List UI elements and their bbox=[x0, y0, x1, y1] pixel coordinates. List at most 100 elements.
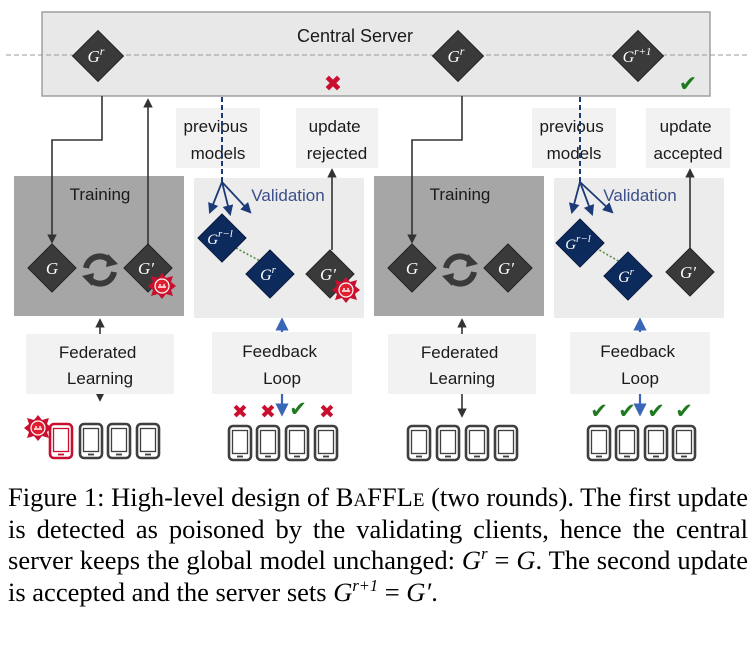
fan-arrow bbox=[569, 181, 581, 215]
caption-text-2: (two rounds). The first update is detect… bbox=[8, 482, 748, 575]
client-phone bbox=[313, 424, 339, 462]
client-phone bbox=[435, 424, 461, 462]
client-phone-malicious bbox=[48, 422, 74, 460]
eq1-rhs: G bbox=[516, 545, 536, 575]
reject-x-icon: ✖ bbox=[324, 72, 342, 97]
refresh-icon bbox=[82, 253, 118, 287]
eq2-sup: r+1 bbox=[352, 575, 379, 595]
current-model-round1: Gr bbox=[245, 249, 295, 299]
feedback-label-round1: Feedback Loop bbox=[242, 342, 321, 388]
local-model-round1: G bbox=[27, 243, 77, 293]
update-status-label-bg-round1 bbox=[296, 108, 378, 168]
feedback-label-bg-round1 bbox=[212, 332, 352, 394]
system-name: BaFFLe bbox=[335, 482, 425, 512]
vote-icon: ✔ bbox=[289, 397, 307, 421]
client-phone bbox=[106, 422, 132, 460]
update-status-label-bg-round2 bbox=[646, 108, 730, 168]
server-to-training-arrow-round1 bbox=[47, 96, 103, 244]
training-box-round2 bbox=[374, 176, 544, 316]
caption-text-end: . bbox=[431, 576, 438, 607]
candidate-model-round2: G′ bbox=[665, 247, 715, 297]
fan-arrow bbox=[579, 181, 595, 217]
fan-arrow bbox=[579, 181, 614, 214]
feedback-label-bg-round2 bbox=[570, 332, 710, 394]
previous-models-label-round1: previous models bbox=[184, 117, 253, 163]
server-global-model-r2: Gr bbox=[431, 29, 485, 83]
updated-model-round2: G′ bbox=[483, 243, 533, 293]
vote-icon: ✖ bbox=[319, 401, 335, 423]
vote-icon: ✔ bbox=[590, 399, 608, 423]
malicious-client-bug-icon bbox=[24, 415, 52, 441]
client-phone bbox=[406, 424, 432, 462]
svg-text:Gr−l: Gr−l bbox=[565, 233, 591, 253]
vote-icon: ✖ bbox=[232, 401, 248, 423]
svg-text:G′: G′ bbox=[498, 259, 514, 278]
federated-label-bg-round2 bbox=[388, 334, 536, 394]
caption-text-3: . The second update is accepted and the … bbox=[8, 545, 749, 607]
server-global-model-r1: Gr bbox=[71, 29, 125, 83]
vote-icon: ✔ bbox=[675, 399, 693, 423]
server-to-training-arrow-round2 bbox=[407, 96, 463, 244]
current-model-round2: Gr bbox=[603, 251, 653, 301]
client-phone bbox=[614, 424, 640, 462]
refresh-icon bbox=[442, 253, 478, 287]
accept-check-icon: ✔ bbox=[679, 72, 697, 97]
previous-model-round1: Gr−l bbox=[197, 213, 247, 263]
svg-text:G: G bbox=[406, 259, 418, 278]
figure-label: Figure 1: bbox=[8, 482, 105, 512]
validation-label-round2: Validation bbox=[603, 186, 676, 205]
local-model-round2: G bbox=[387, 243, 437, 293]
client-phone bbox=[671, 424, 697, 462]
svg-text:Gr+1: Gr+1 bbox=[623, 46, 652, 66]
eq1-sup: r bbox=[481, 544, 488, 564]
central-server-label: Central Server bbox=[297, 26, 413, 46]
central-server-box bbox=[41, 11, 711, 97]
eq1-lhs: G bbox=[461, 545, 482, 575]
client-phone bbox=[135, 422, 161, 460]
svg-text:Gr−l: Gr−l bbox=[207, 228, 233, 248]
training-label-round1: Training bbox=[70, 185, 131, 204]
vote-icon: ✖ bbox=[260, 401, 276, 423]
fan-arrow bbox=[221, 181, 234, 217]
svg-text:Gr: Gr bbox=[88, 44, 105, 66]
client-phone bbox=[78, 422, 104, 460]
previous-model-round2: Gr−l bbox=[555, 218, 605, 268]
training-label-round2: Training bbox=[430, 185, 491, 204]
previous-models-label-bg-round2 bbox=[532, 108, 616, 168]
previous-models-label-round2: previous models bbox=[540, 117, 609, 163]
svg-text:G′: G′ bbox=[680, 263, 696, 282]
update-status-label-round2: update accepted bbox=[654, 117, 723, 163]
federated-label-round2: Federated Learning bbox=[421, 343, 503, 388]
svg-text:Gr: Gr bbox=[448, 44, 465, 66]
client-phone bbox=[227, 424, 253, 462]
client-phone bbox=[284, 424, 310, 462]
svg-text:Gr: Gr bbox=[260, 264, 277, 284]
federated-label-round1: Federated Learning bbox=[59, 343, 141, 388]
malicious-bug-icon bbox=[148, 273, 176, 299]
client-phone bbox=[586, 424, 612, 462]
client-phone bbox=[643, 424, 669, 462]
malicious-bug-icon bbox=[332, 277, 360, 303]
dotted-connector-round1 bbox=[235, 247, 263, 263]
update-status-label-round1: update rejected bbox=[307, 117, 367, 163]
client-phone bbox=[255, 424, 281, 462]
caption-text-1: High-level design of bbox=[111, 482, 330, 512]
baffle-diagram: Central Server Gr Gr Gr+1 ✖ ✔ Training G… bbox=[6, 11, 748, 462]
eq2-rhs: G′ bbox=[406, 576, 432, 607]
dotted-connector-round2 bbox=[595, 247, 621, 263]
server-global-model-r3: Gr+1 bbox=[611, 29, 665, 83]
figure-caption: Figure 1: High-level design of BaFFLe (t… bbox=[8, 482, 749, 607]
feedback-label-round2: Feedback Loop bbox=[600, 342, 679, 388]
federated-label-bg-round1 bbox=[26, 334, 174, 394]
client-phone bbox=[493, 424, 519, 462]
vote-icon: ✔ bbox=[618, 399, 636, 423]
eq2-lhs: G bbox=[333, 576, 353, 607]
svg-text:G′: G′ bbox=[320, 265, 336, 284]
svg-text:Gr: Gr bbox=[618, 266, 635, 286]
vote-icon: ✔ bbox=[647, 399, 665, 423]
validation-label-round1: Validation bbox=[251, 186, 324, 205]
svg-text:G: G bbox=[46, 259, 58, 278]
fan-arrow bbox=[208, 181, 223, 215]
svg-text:G′: G′ bbox=[138, 259, 154, 278]
previous-models-label-bg-round1 bbox=[176, 108, 260, 168]
